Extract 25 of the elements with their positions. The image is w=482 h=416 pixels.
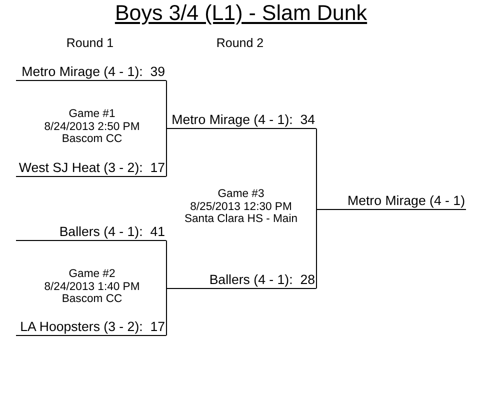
team-slot: Ballers (4 - 1): 28 bbox=[166, 272, 316, 289]
game-number: Game #3 bbox=[218, 188, 264, 200]
game-venue: Santa Clara HS - Main bbox=[184, 212, 298, 226]
round-heading: Round 1 bbox=[66, 37, 114, 51]
game-venue: Bascom CC bbox=[62, 292, 122, 306]
game-date-time: 8/25/2013 12:30 PM bbox=[190, 200, 292, 213]
team-slot: LA Hoopsters (3 - 2): 17 bbox=[16, 319, 166, 336]
bracket-line bbox=[316, 209, 317, 289]
bracket-line bbox=[316, 128, 317, 210]
team-slot: Metro Mirage (4 - 1): 39 bbox=[16, 64, 166, 81]
game-date-time: 8/24/2013 1:40 PM bbox=[44, 280, 140, 293]
game-number: Game #1 bbox=[68, 108, 116, 120]
bracket-line bbox=[166, 288, 167, 336]
team-slot: West SJ Heat (3 - 2): 17 bbox=[16, 160, 166, 177]
bracket-line bbox=[166, 80, 167, 129]
game-date-time: 8/24/2013 2:50 PM bbox=[44, 120, 140, 133]
team-slot: Metro Mirage (4 - 1) bbox=[316, 193, 466, 210]
team-slot: Metro Mirage (4 - 1): 34 bbox=[166, 112, 316, 129]
round-heading: Round 2 bbox=[216, 37, 264, 51]
title: Boys 3/4 (L1) - Slam Dunk bbox=[114, 1, 368, 26]
game-number: Game #2 bbox=[68, 268, 116, 280]
game-venue: Bascom CC bbox=[62, 132, 122, 146]
team-slot: Ballers (4 - 1): 41 bbox=[16, 224, 166, 241]
bracket-line bbox=[166, 128, 167, 177]
bracket-line bbox=[166, 240, 167, 289]
